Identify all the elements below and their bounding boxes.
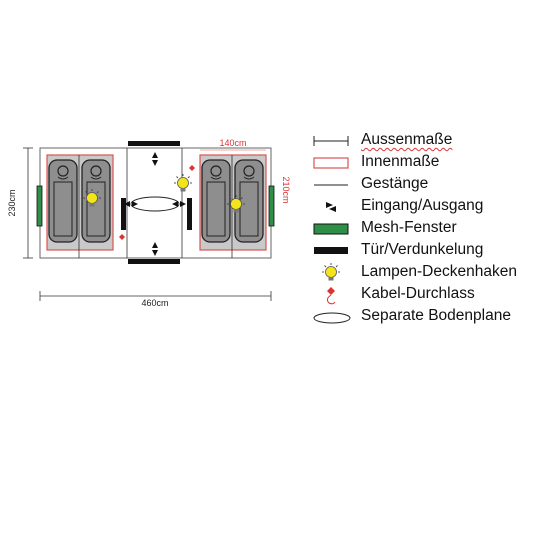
inner-width-label: 140cm	[219, 138, 246, 148]
legend-label: Separate Bodenplane	[361, 307, 511, 324]
legend-item-outer-dimensions: Aussenmaße	[312, 130, 552, 152]
dimension-width-label: 460cm	[141, 298, 168, 308]
left-sleeping-cabin	[36, 154, 126, 258]
door-right-cabin	[187, 198, 192, 230]
ground-sheet	[130, 196, 180, 212]
legend-label: Tür/Verdunkelung	[361, 241, 484, 258]
right-sleeping-cabin	[187, 154, 275, 258]
inner-dimensions: 140cm 210cm	[200, 138, 291, 204]
legend-item-poles: Gestänge	[312, 174, 552, 196]
center-vestibule	[119, 141, 195, 264]
legend-item-ground-sheet: Separate Bodenplane	[312, 306, 552, 328]
mesh-window-icon	[313, 223, 349, 235]
pole-line-icon	[314, 184, 348, 186]
dimension-depth-label: 230cm	[7, 189, 17, 216]
outer-dimensions	[23, 147, 272, 301]
door-bottom	[128, 259, 180, 264]
legend-label: Gestänge	[361, 175, 429, 192]
ground-sheet-icon	[313, 312, 351, 324]
mesh-window-left	[36, 185, 43, 227]
cable-passage-icon	[119, 165, 195, 240]
legend-label: Aussenmaße	[361, 131, 453, 148]
door-top	[128, 141, 180, 146]
entrance-arrows-icon	[326, 202, 336, 212]
door-blackout-icon	[314, 247, 348, 254]
legend-label: Lampen-Deckenhaken	[361, 263, 517, 280]
inner-depth-label: 210cm	[281, 176, 291, 203]
legend-label: Mesh-Fenster	[361, 219, 457, 236]
legend-label: Kabel-Durchlass	[361, 285, 475, 302]
legend-item-cable-passage: Kabel-Durchlass	[312, 284, 552, 306]
legend-label: Innenmaße	[361, 153, 440, 170]
legend-item-door: Tür/Verdunkelung	[312, 240, 552, 262]
legend-item-inner-dimensions: Innenmaße	[312, 152, 552, 174]
door-left-cabin	[121, 198, 126, 230]
mesh-window-right	[268, 185, 275, 227]
lamp-hook-icon	[322, 263, 340, 281]
inner-dimension-rect-icon	[313, 157, 349, 169]
legend-item-lamp-hook: Lampen-Deckenhaken	[312, 262, 552, 284]
legend-item-mesh-window: Mesh-Fenster	[312, 218, 552, 240]
dimension-line-icon	[313, 136, 349, 146]
legend-label: Eingang/Ausgang	[361, 197, 484, 214]
cable-passage-icon	[326, 287, 336, 305]
legend-item-entrance: Eingang/Ausgang	[312, 196, 552, 218]
